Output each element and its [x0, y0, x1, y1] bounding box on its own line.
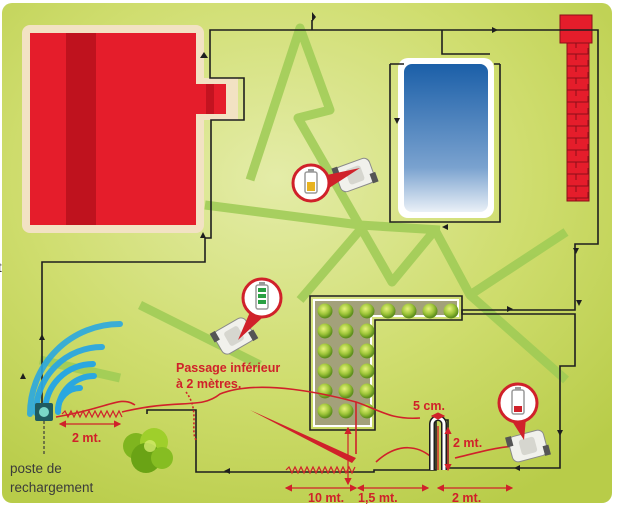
- flower-bed: [313, 299, 459, 427]
- flower-bed-plant: [380, 303, 396, 319]
- robot-mower-icon: [209, 317, 259, 355]
- flower-bed-plant: [338, 363, 354, 379]
- house-icon: [22, 25, 238, 233]
- charging-station-icon: [35, 403, 53, 456]
- boundary-wire: [41, 20, 599, 473]
- station-label-line2: rechargement: [10, 480, 94, 495]
- gap-5cm-label: 5 cm.: [413, 399, 445, 413]
- mower-callout-pointer: [238, 312, 262, 340]
- flower-bed-plant: [422, 303, 438, 319]
- spacing-2mt-station-label: 2 mt.: [72, 431, 101, 445]
- flower-bed-plant: [338, 403, 354, 419]
- mower-callout-pointer: [322, 168, 360, 190]
- flower-bed-plant: [317, 323, 333, 339]
- spacing-1-5mt-label: 1,5 mt.: [358, 491, 398, 505]
- flower-bed-plant: [338, 343, 354, 359]
- battery-half-icon: [291, 163, 331, 203]
- spacing-10mt-label: 10 mt.: [308, 491, 344, 505]
- flower-bed-plant: [338, 303, 354, 319]
- wire-direction-arrows: [20, 12, 582, 474]
- flower-bed-plant: [338, 323, 354, 339]
- wire-spring: [61, 409, 356, 475]
- battery-low-icon: [497, 382, 539, 424]
- flower-bed-plant: [443, 303, 459, 319]
- pool-icon: [398, 58, 494, 218]
- robot-mower-icon: [505, 429, 551, 463]
- spacing-2mt-bottom-label: 2 mt.: [452, 491, 481, 505]
- flower-bed-plant: [359, 343, 375, 359]
- passage-label-line2: à 2 mètres.: [176, 377, 241, 391]
- flower-bed-plant: [317, 403, 333, 419]
- battery-full-icon: [241, 277, 283, 319]
- flower-bed-plant: [359, 383, 375, 399]
- station-label-line1: poste de: [10, 461, 62, 476]
- flower-bed-plant: [359, 323, 375, 339]
- mower-path: [39, 23, 569, 384]
- spacing-2mt-vertical-label: 2 mt.: [453, 436, 482, 450]
- flower-bed-plant: [359, 363, 375, 379]
- flower-bed-plant: [317, 303, 333, 319]
- flower-bed-plant: [317, 363, 333, 379]
- flower-bed-plant: [338, 383, 354, 399]
- flower-bed-plant: [317, 343, 333, 359]
- edge-letter: t: [0, 260, 2, 275]
- flower-bed-plant: [359, 303, 375, 319]
- passage-label-line1: Passage inférieur: [176, 361, 280, 375]
- passage-pointer: [250, 410, 356, 463]
- mower-callout-pointer: [510, 418, 526, 440]
- brick-wall-icon: [559, 14, 593, 202]
- flower-bed-plant: [401, 303, 417, 319]
- dimension-arrows: [58, 420, 514, 492]
- bush-icon: [123, 428, 173, 473]
